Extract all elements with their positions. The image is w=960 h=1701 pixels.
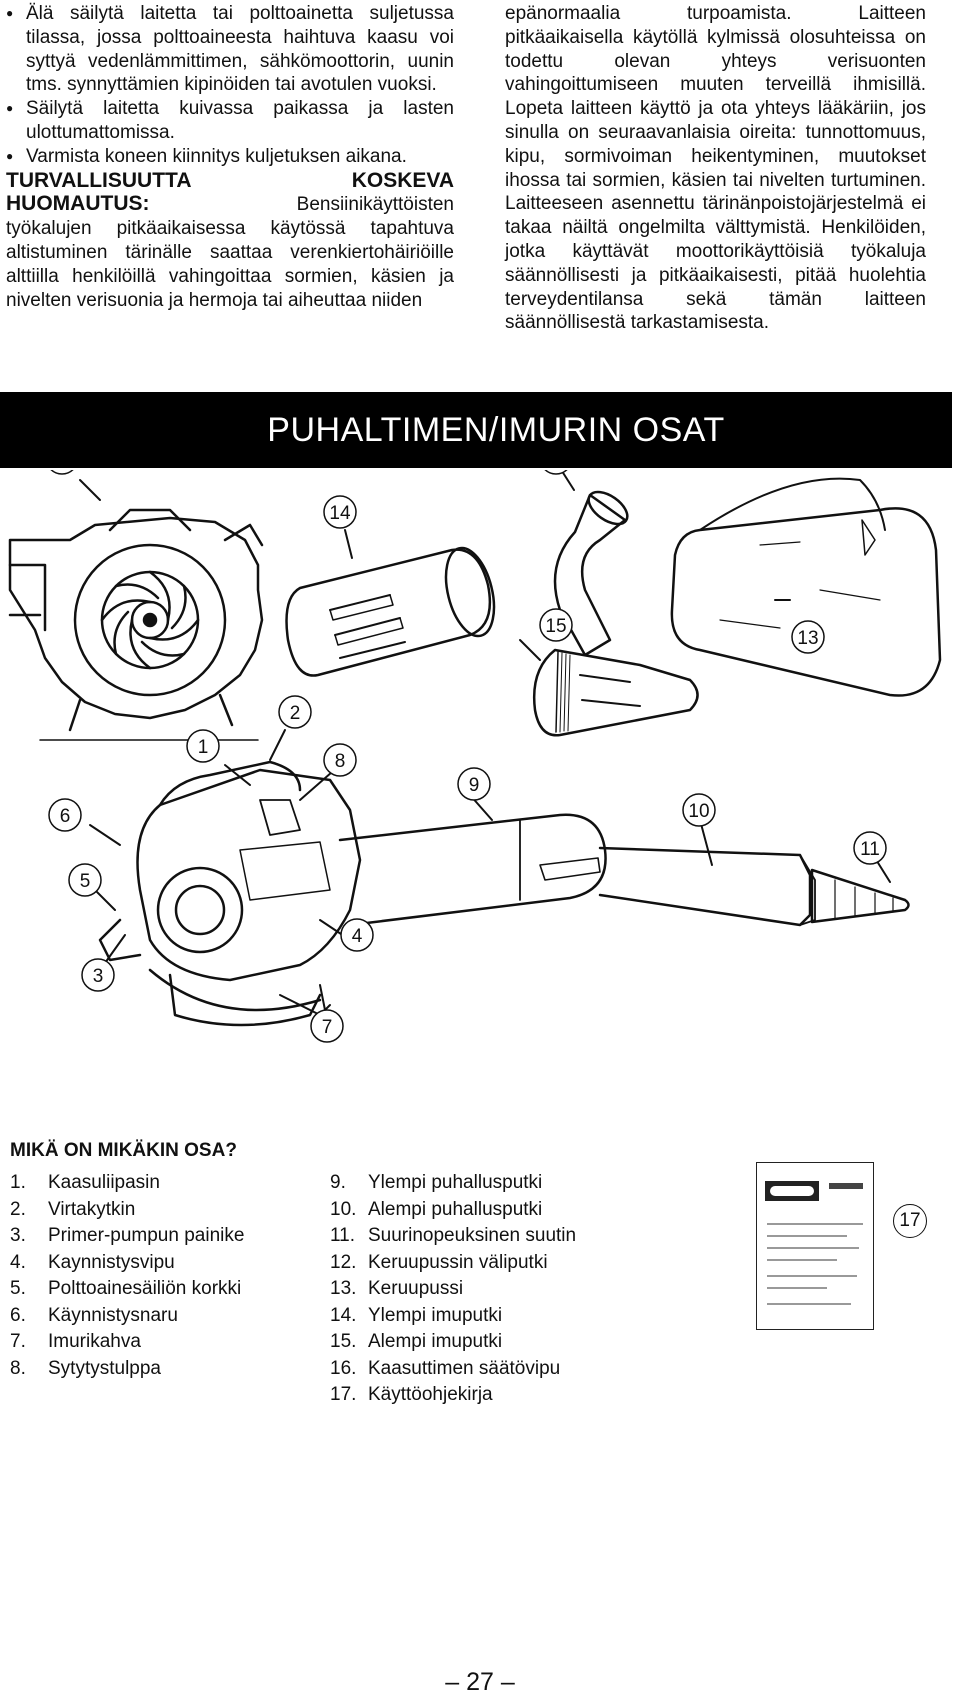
callout-12: 12 — [544, 470, 568, 475]
list-item: 9.Ylempi puhallusputki — [330, 1172, 543, 1193]
manual-text-line — [767, 1275, 857, 1277]
collection-bag-illustration — [670, 477, 942, 697]
manual-text-line — [767, 1235, 847, 1237]
callout-17: 17 — [893, 1204, 927, 1238]
callout-4: 4 — [340, 918, 374, 952]
manual-text-line — [767, 1247, 859, 1249]
blow-tubes-illustration — [338, 813, 910, 927]
list-item: 5.Polttoainesäiliön korkki — [10, 1278, 242, 1299]
svg-text:4: 4 — [352, 926, 363, 947]
list-item: 4.Kaynnistysvipu — [10, 1251, 175, 1273]
manual-text-line — [767, 1223, 863, 1225]
manual-text-line — [767, 1303, 851, 1305]
callout-3: 3 — [81, 958, 115, 992]
blower-housing-illustration — [8, 508, 264, 741]
svg-text:7: 7 — [322, 1017, 333, 1038]
svg-text:3: 3 — [93, 966, 104, 987]
callout-11: 11 — [853, 831, 887, 865]
list-item: 15.Alempi imuputki — [330, 1331, 503, 1352]
svg-text:9: 9 — [469, 775, 480, 796]
list-item: 6.Käynnistysnaru — [10, 1304, 178, 1326]
callout-6: 6 — [48, 798, 82, 832]
section-title: PUHALTIMEN/IMURIN OSAT — [267, 410, 725, 449]
manual-text-line — [767, 1259, 837, 1261]
callout-8: 8 — [323, 743, 357, 777]
svg-text:13: 13 — [797, 628, 818, 649]
list-item: 3.Primer-pumpun painike — [10, 1225, 245, 1246]
manual-logo — [765, 1181, 819, 1201]
right-text-column: epänormaalia turpoamista. Laitteen pitkä… — [505, 2, 926, 335]
svg-text:5: 5 — [80, 871, 91, 892]
parts-list-left: 1.Kaasuliipasin 2.Virtakytkin 3.Primer-p… — [10, 1170, 330, 1382]
section-banner: PUHALTIMEN/IMURIN OSAT — [0, 392, 952, 468]
manual-text-line — [767, 1287, 827, 1289]
callout-15: 15 — [539, 608, 573, 642]
svg-text:1: 1 — [198, 737, 209, 758]
upper-suction-tube-illustration — [285, 546, 496, 677]
callout-13: 13 — [791, 620, 825, 654]
left-text-column: Älä säilytä laitetta tai polttoainetta s… — [6, 2, 454, 312]
callout-5: 5 — [68, 863, 102, 897]
callout-9: 9 — [457, 767, 491, 801]
parts-list-heading: MIKÄ ON MIKÄKIN OSA? — [10, 1140, 237, 1161]
svg-text:6: 6 — [60, 806, 71, 827]
callout-10: 10 — [682, 793, 716, 827]
warning-heading-word-2: KOSKEVA — [351, 168, 454, 192]
svg-text:10: 10 — [688, 801, 709, 822]
list-item: 16.Kaasuttimen säätövipu — [330, 1357, 561, 1379]
callout-14: 14 — [323, 495, 357, 529]
warning-heading-word-1: TURVALLISUUTTA — [6, 168, 192, 192]
bullet-storage-dry: Säilytä laitetta kuivassa paikassa ja la… — [6, 97, 454, 145]
bullet-transport: Varmista koneen kiinnitys kuljetuksen ai… — [6, 145, 454, 169]
callout-16: 16 — [50, 470, 74, 475]
warning-paragraph: HUOMAUTUS: Bensiinikäyttöisten työkaluje… — [6, 192, 454, 312]
svg-text:11: 11 — [860, 839, 880, 860]
list-item: 14.Ylempi imuputki — [330, 1304, 503, 1326]
manual-model-code — [829, 1183, 863, 1189]
svg-text:14: 14 — [329, 503, 351, 524]
parts-list-right: 9.Ylempi puhallusputki 10.Alempi puhallu… — [330, 1170, 660, 1409]
callout-1: 1 — [186, 729, 220, 763]
list-item: 13.Keruupussi — [330, 1278, 464, 1299]
operator-manual-illustration — [756, 1162, 874, 1330]
list-item: 8.Sytytystulppa — [10, 1357, 161, 1379]
warning-heading: TURVALLISUUTTA KOSKEVA — [6, 169, 454, 193]
warning-heading-word-3: HUOMAUTUS: — [6, 192, 150, 216]
parts-diagram: 16 14 12 15 13 2 1 8 9 10 11 6 5 4 3 7 — [8, 470, 942, 1043]
list-item: 2.Virtakytkin — [10, 1198, 136, 1220]
bag-connector-tube-illustration — [553, 490, 629, 657]
bullet-storage-fire: Älä säilytä laitetta tai polttoainetta s… — [6, 2, 454, 97]
svg-text:15: 15 — [545, 616, 566, 637]
callout-2: 2 — [278, 695, 312, 729]
lower-suction-tube-illustration — [533, 648, 699, 737]
page-number: – 27 – — [445, 1668, 515, 1696]
callout-7: 7 — [310, 1009, 344, 1043]
list-item: 7.Imurikahva — [10, 1331, 141, 1352]
vibration-warning-continued: epänormaalia turpoamista. Laitteen pitkä… — [505, 3, 926, 334]
list-item: 17.Käyttöohjekirja — [330, 1384, 493, 1405]
svg-text:2: 2 — [290, 703, 301, 724]
list-item: 12.Keruupussin väliputki — [330, 1251, 548, 1273]
list-item: 10.Alempi puhallusputki — [330, 1198, 543, 1220]
list-item: 11.Suurinopeuksinen suutin — [330, 1225, 577, 1246]
warning-text: Bensiinikäyttöisten työkalujen pitkäaika… — [6, 194, 455, 311]
list-item: 1.Kaasuliipasin — [10, 1172, 160, 1193]
svg-text:8: 8 — [335, 751, 346, 772]
